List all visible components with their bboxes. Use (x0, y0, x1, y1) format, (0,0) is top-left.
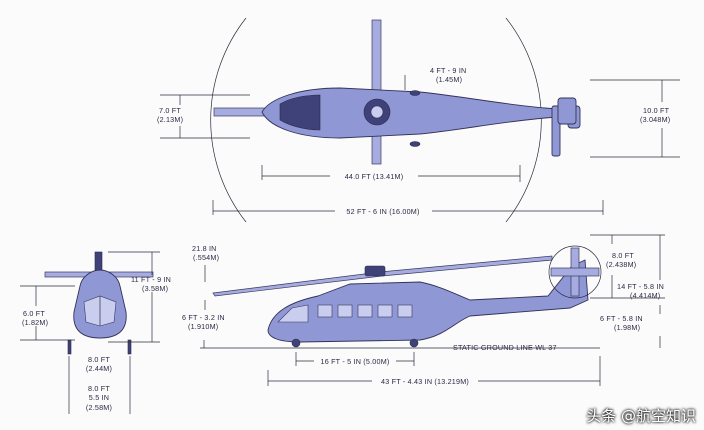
side-tail-rotor-disc (548, 245, 602, 299)
dim-label: (.554M) (193, 253, 219, 262)
dim-label: 8.0 FT (88, 384, 110, 393)
side-main-wheel (409, 338, 419, 348)
dim-label: 11 FT - 9 IN (131, 275, 171, 284)
dim-label: (2.13M) (157, 115, 183, 124)
dim-label: (1.82M) (22, 318, 48, 327)
dim-label: 6 FT - 5.8 IN (600, 314, 643, 323)
dim-label: 16 FT - 5 IN (5.00M) (321, 357, 390, 366)
top-stabilizer (557, 97, 577, 125)
dim-label: (3.58M) (142, 284, 168, 293)
front-gear-right (127, 339, 132, 355)
top-rotor-arc-left (210, 17, 247, 223)
side-nose-wheel (291, 338, 301, 348)
side-window (317, 304, 333, 318)
top-view: 4 FT - 9 IN (1.45M) 7.0 FT (2.13M) 10.0 … (157, 17, 680, 223)
side-cockpit-window (277, 304, 309, 323)
dim-label: 7.0 FT (159, 106, 181, 115)
dim-label: (2.44M) (86, 364, 112, 373)
side-view: 21.8 IN (.554M) 6 FT - 3.2 IN (1.910M) 8… (182, 234, 665, 386)
side-window (337, 304, 353, 318)
top-marker-lower (409, 141, 421, 147)
dim-label: 5.5 IN (89, 393, 109, 402)
dim-label: 8.0 FT (612, 251, 634, 260)
dim-label: (1.910M) (188, 322, 218, 331)
dim-label: (1.45M) (436, 75, 462, 84)
front-gear-left (67, 339, 72, 355)
dim-label: 21.8 IN (192, 244, 217, 253)
dim-label: (3.048M) (640, 115, 670, 124)
dim-label: (2.438M) (606, 260, 636, 269)
dim-label: STATIC GROUND LINE WL 37 (453, 343, 557, 352)
dim-label: 43 FT - 4.43 IN (13.219M) (381, 377, 469, 386)
side-window (357, 304, 373, 318)
side-window (397, 304, 413, 318)
dim-label: 10.0 FT (643, 106, 670, 115)
dim-label: 6.0 FT (23, 309, 45, 318)
side-rotor-hub (364, 265, 386, 277)
side-tail-rotor-blade (550, 267, 600, 277)
front-view: 11 FT - 9 IN (3.58M) 6.0 FT (1.82M) 8.0 … (20, 251, 171, 414)
top-cockpit (279, 94, 321, 131)
dim-label: (1.98M) (614, 323, 640, 332)
dim-label: 8.0 FT (88, 355, 110, 364)
top-hub-center (370, 105, 384, 119)
top-marker-upper (409, 90, 421, 96)
dim-label: (4.414M) (630, 291, 660, 300)
watermark: 头条 @航空知识 (586, 407, 696, 425)
dim-label: 4 FT - 9 IN (430, 66, 466, 75)
dim-label: 52 FT - 6 IN (16.00M) (346, 207, 419, 216)
dim-label: 14 FT - 5.8 IN (617, 282, 664, 291)
side-fuselage (267, 259, 589, 343)
dim-label: 6 FT - 3.2 IN (182, 313, 225, 322)
side-window (377, 304, 393, 318)
top-rotor-arc-right (505, 17, 542, 223)
dim-label: (2.58M) (86, 403, 112, 412)
dim-label: 44.0 FT (13.41M) (345, 172, 404, 181)
